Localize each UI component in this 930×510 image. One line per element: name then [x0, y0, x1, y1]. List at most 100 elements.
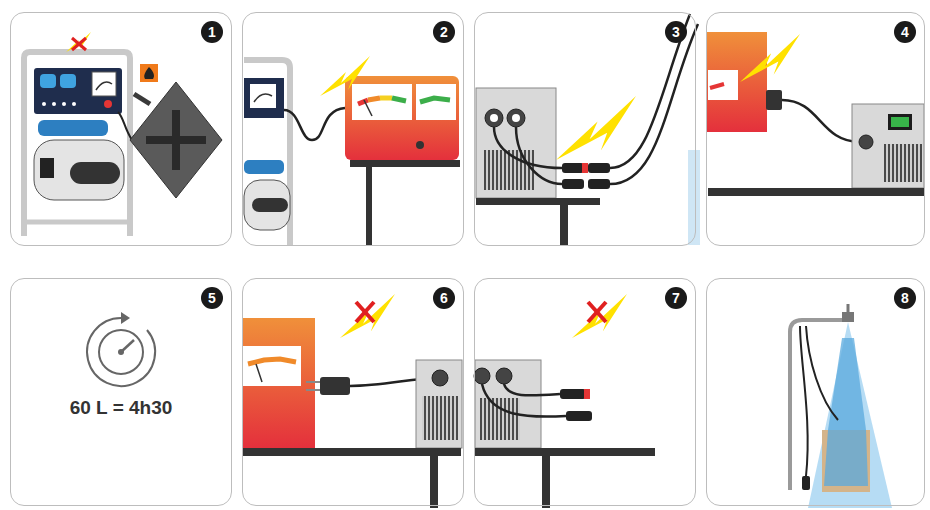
step-panel: 6 [242, 278, 464, 506]
socket [474, 368, 490, 384]
can-plus [146, 136, 206, 144]
generator-frame [244, 60, 290, 246]
stand-clamp [842, 312, 854, 322]
indicator [62, 102, 66, 106]
step-number: 1 [201, 21, 223, 43]
meter-window [352, 84, 412, 120]
indicator [42, 102, 46, 106]
power-cable [284, 108, 345, 140]
step-panel: 8 [706, 278, 925, 506]
lightning [556, 96, 636, 160]
gauge [250, 84, 276, 108]
charger-body [345, 76, 459, 160]
step-panel: 560 L = 4h30 [10, 278, 232, 506]
vent-grille [480, 398, 520, 440]
step-number: 8 [894, 287, 916, 309]
lamp-cable [504, 384, 560, 395]
generator-part [244, 60, 290, 246]
step-number: 6 [433, 287, 455, 309]
lightning [740, 34, 800, 82]
ballast-body [852, 104, 924, 188]
lamp-cable [516, 127, 562, 184]
red-cross [588, 302, 606, 322]
control-panel [34, 68, 122, 114]
generator-frame [24, 52, 130, 236]
table-top [708, 188, 924, 196]
clamp-screw [847, 304, 850, 312]
cross-stroke [356, 302, 374, 322]
meter-needle [364, 100, 372, 116]
clock-face [99, 330, 143, 374]
lamp-cable [610, 24, 698, 184]
meter-scale [710, 84, 724, 88]
lamp-cable [806, 326, 838, 420]
lightning [340, 294, 395, 338]
plug [802, 476, 810, 490]
engine-cover [70, 162, 120, 184]
power-cable [782, 100, 860, 142]
plug-prong [306, 381, 320, 383]
table-leg [560, 205, 568, 245]
engine-switch [40, 158, 54, 178]
timer-icon [87, 312, 155, 386]
meter-window [708, 70, 738, 100]
socket [485, 109, 503, 127]
plug [560, 389, 586, 399]
step-number: 7 [665, 287, 687, 309]
lightning [572, 294, 627, 338]
ballast-body [416, 360, 462, 448]
outlet [40, 74, 56, 88]
meter-window [416, 84, 456, 120]
step-number: 3 [665, 21, 687, 43]
charger [345, 76, 459, 160]
clock-center [118, 349, 124, 355]
charger-body [707, 32, 767, 132]
engine-cover [252, 198, 288, 212]
plug [566, 411, 592, 421]
step-number: 5 [201, 287, 223, 309]
light-cone [808, 322, 892, 508]
flame-symbol [144, 67, 154, 79]
vent-grille [484, 150, 534, 190]
lightning [66, 32, 91, 52]
fuel-can [118, 64, 222, 198]
fuel-tank [244, 160, 284, 174]
socket-hole [512, 114, 520, 122]
plug [766, 90, 782, 110]
plug-prong [306, 389, 320, 391]
plug [562, 179, 584, 189]
table-leg [430, 456, 438, 508]
switch-rocker [891, 117, 909, 127]
indicator [52, 102, 56, 106]
lightning [320, 56, 370, 96]
meter-scale [392, 98, 406, 101]
lamp-cable [482, 384, 566, 417]
step-panel: 7 [474, 278, 696, 506]
stand-pole [790, 320, 852, 490]
charger-knob [416, 141, 424, 149]
indicator [72, 102, 76, 106]
charger-body [243, 318, 315, 448]
step-panel: 4 [706, 12, 925, 246]
socket [496, 368, 512, 384]
outlet [60, 74, 76, 88]
stop-button [104, 100, 112, 108]
gauge-scale [96, 82, 112, 90]
cross-stroke [588, 302, 606, 322]
ballast-body [476, 88, 556, 198]
plug [320, 377, 350, 395]
plug-ring [584, 389, 590, 399]
cross-stroke [588, 302, 606, 322]
lamp-glass [688, 150, 700, 245]
timer-arc [87, 318, 155, 386]
plug-ring [582, 163, 588, 173]
step-panel: 3 [474, 12, 696, 246]
meter-scale [368, 98, 380, 100]
plug [562, 163, 584, 173]
cross-stroke [72, 38, 86, 50]
table-top [475, 448, 655, 456]
control-panel [244, 78, 284, 118]
step-number: 4 [894, 21, 916, 43]
